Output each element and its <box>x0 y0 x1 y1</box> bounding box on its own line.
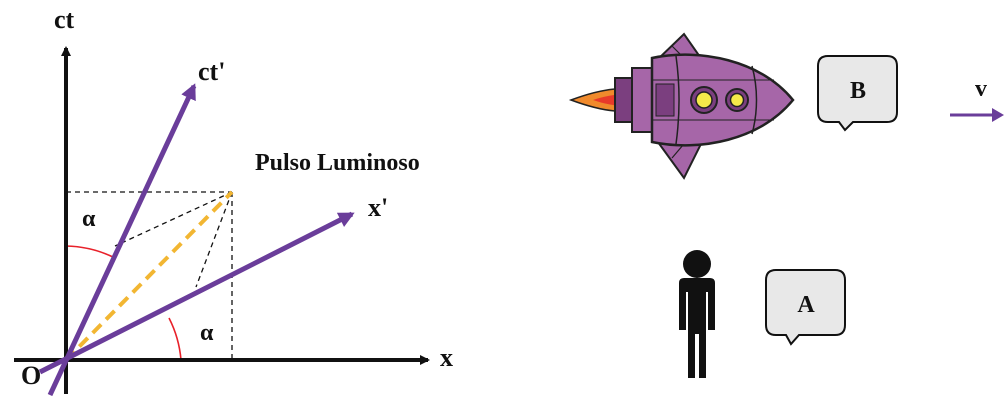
origin-label: O <box>21 361 41 390</box>
velocity-label: v <box>975 76 987 102</box>
x-prime-axis <box>38 211 355 375</box>
arrow-head <box>992 108 1004 122</box>
person-icon <box>679 250 715 378</box>
ct-prime-axis-label: ct' <box>198 57 225 86</box>
x-axis-label: x <box>440 343 453 372</box>
ct-prime-axis <box>47 83 197 396</box>
x-prime-axis-label: x' <box>368 193 388 222</box>
angle-arc-x <box>168 317 182 361</box>
observer-b-label: B <box>850 78 866 104</box>
minkowski-diagram: ct ct' x' x O Pulso Luminoso α α <box>14 5 453 396</box>
velocity-indicator: v <box>950 76 1004 122</box>
speech-bubble-a: A <box>765 269 846 346</box>
angle-arc-ct <box>65 245 116 259</box>
projection-to-ct-prime <box>114 191 233 247</box>
observer-a-label: A <box>797 292 815 318</box>
ct-axis-label: ct <box>54 5 75 34</box>
projection-to-x-prime <box>195 191 233 288</box>
speech-bubble-icon <box>817 55 898 132</box>
angle-label-ct: α <box>82 206 96 232</box>
light-pulse-label: Pulso Luminoso <box>255 150 420 176</box>
angle-label-x: α <box>200 320 214 346</box>
speech-bubble-icon <box>765 269 846 346</box>
light-pulse-line <box>64 190 234 362</box>
speech-bubble-b: B <box>817 55 898 132</box>
rocket-icon <box>568 32 795 180</box>
